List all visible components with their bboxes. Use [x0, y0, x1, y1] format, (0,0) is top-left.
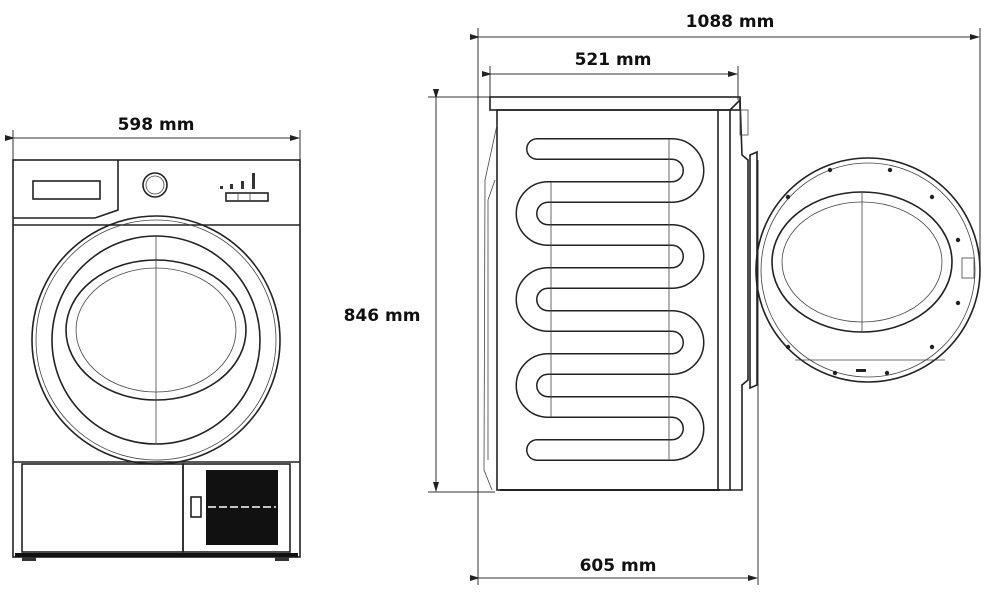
plinth [13, 461, 300, 561]
program-knob [142, 172, 168, 198]
width-label: 598 mm [118, 115, 195, 135]
side-view: 1088 mm 521 mm 846 mm 605 mm [344, 12, 981, 585]
front-view: 598 mm [5, 115, 301, 561]
condenser-latch [190, 496, 202, 518]
body-depth-label: 605 mm [580, 556, 657, 576]
total-depth-label: 1088 mm [686, 12, 775, 32]
detergent-drawer [32, 180, 101, 200]
top-depth-label: 521 mm [575, 50, 652, 70]
buttons [225, 192, 269, 202]
side-ribs [515, 138, 705, 461]
front-door [31, 215, 281, 465]
height-label: 846 mm [344, 306, 421, 326]
open-door [749, 150, 981, 390]
control-panel [13, 160, 119, 219]
top-plate [489, 96, 741, 111]
indicator-lights [220, 173, 255, 189]
